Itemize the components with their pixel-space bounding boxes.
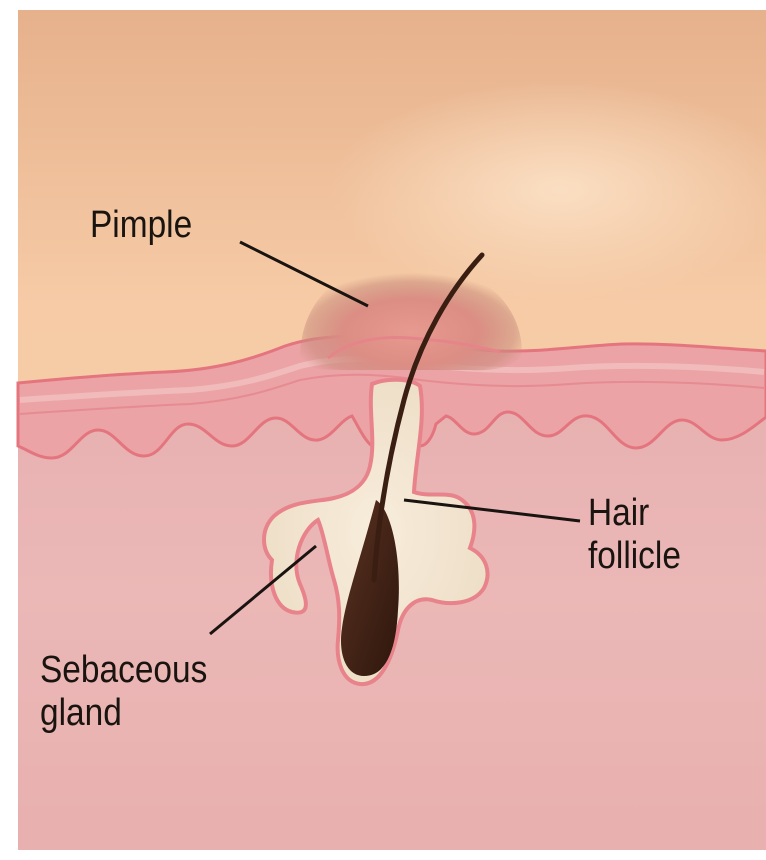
label-hair-follicle-line1: Hair xyxy=(588,492,649,534)
label-pimple: Pimple xyxy=(90,204,192,247)
label-hair-follicle: Hairfollicle xyxy=(588,492,681,578)
label-sebaceous-gland-line2: gland xyxy=(40,692,122,734)
label-sebaceous-gland-line1: Sebaceous xyxy=(40,649,207,691)
label-sebaceous-gland: Sebaceousgland xyxy=(40,649,207,735)
label-hair-follicle-line2: follicle xyxy=(588,535,681,577)
